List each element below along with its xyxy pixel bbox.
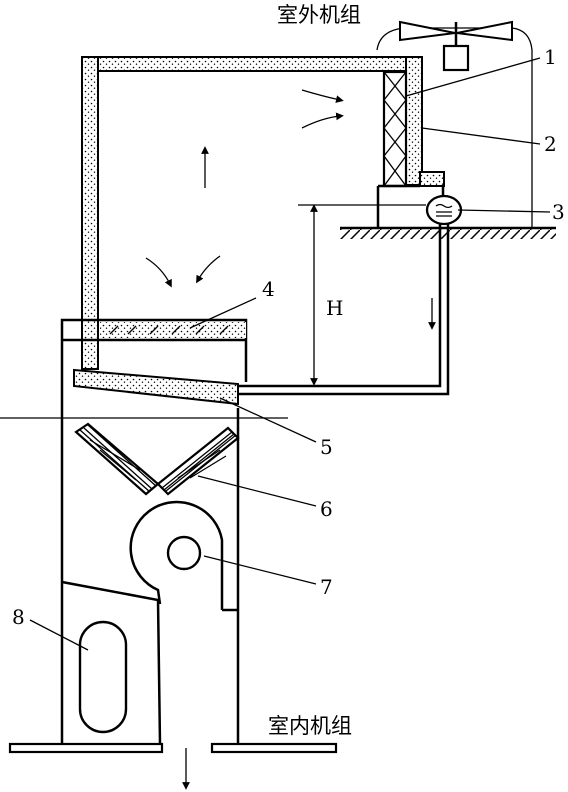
label-6: 6 [320, 497, 333, 521]
label-7: 7 [320, 575, 333, 599]
label-4: 4 [262, 277, 275, 301]
outdoor-fan-icon [399, 20, 513, 72]
insulated-duct [81, 56, 423, 370]
compressor [78, 620, 128, 734]
label-3: 3 [552, 200, 565, 224]
base-plates [8, 742, 338, 754]
label-8: 8 [12, 605, 25, 629]
label-2: 2 [544, 132, 557, 156]
receiver-tank-icon [425, 186, 463, 226]
label-5: 5 [320, 435, 333, 459]
air-filter [100, 322, 246, 338]
leaders [29, 57, 551, 651]
liquid-return-pipe [238, 224, 450, 396]
condenser [382, 70, 408, 188]
v-coil [74, 422, 240, 496]
indoor-cabinet [60, 318, 248, 744]
label-1: 1 [544, 45, 557, 69]
condenser-base [376, 184, 420, 228]
liquid-line-insulation [419, 171, 445, 187]
evaporator-pan [73, 368, 239, 406]
outdoor-unit-title: 室外机组 [277, 3, 361, 27]
blower-fan-icon [129, 500, 238, 612]
indoor-unit-title: 室内机组 [268, 714, 352, 738]
inner-partition [61, 580, 162, 745]
airflow-arrows [145, 89, 436, 330]
height-label: H [326, 296, 343, 320]
